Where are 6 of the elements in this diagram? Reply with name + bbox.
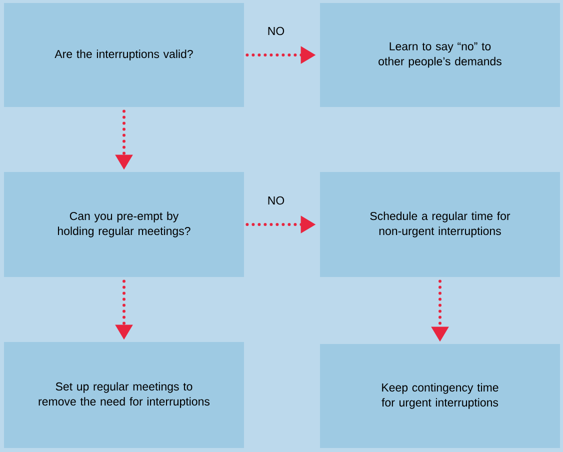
process-box: Schedule a regular time for non-urgent interruptions — [320, 172, 560, 277]
process-box: Can you pre-empt by holding regular meetings? — [4, 172, 244, 277]
process-box: Set up regular meetings to remove the need for interruptions — [4, 342, 244, 448]
process-box: Keep contingency time for urgent interruptions — [320, 344, 560, 448]
process-box: Learn to say “no” to other people’s demands — [320, 3, 560, 107]
process-box: Are the interruptions valid? — [4, 3, 244, 107]
